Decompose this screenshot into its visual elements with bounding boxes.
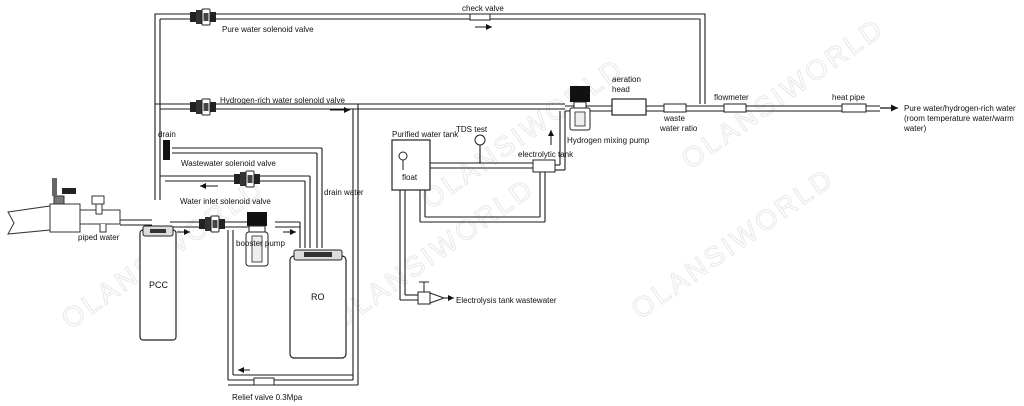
pipe-network xyxy=(120,13,898,386)
water-tap xyxy=(7,178,121,235)
aeration-head-label-line1: aeration xyxy=(612,75,641,84)
booster-pump xyxy=(245,212,269,267)
relief-valve-label: Relief valve 0.3Mpa xyxy=(232,393,303,402)
waste-water-ratio-label-line1: waste xyxy=(663,114,685,123)
relief-valve xyxy=(253,377,275,386)
aeration-head-label-line2: head xyxy=(612,85,630,94)
tds-probe xyxy=(474,134,486,146)
waste-water-ratio xyxy=(663,103,687,113)
waste-water-ratio-label-line2: water ratio xyxy=(659,124,698,133)
electrolysis-wastewater-valve xyxy=(417,281,454,305)
wastewater-solenoid-valve-label: Wastewater solenoid valve xyxy=(181,159,276,168)
drain-block xyxy=(163,140,170,160)
flowmeter-label: flowmeter xyxy=(714,93,749,102)
flow-arrows xyxy=(177,24,554,373)
pure-water-solenoid-valve-label: Pure water solenoid valve xyxy=(222,25,314,34)
tds-test-label: TDS test xyxy=(456,125,488,134)
watermark-layer: OLANSIWORLD OLANSIWORLD OLANSIWORLD OLAN… xyxy=(55,11,890,335)
hydrogen-rich-solenoid-valve xyxy=(189,98,217,116)
watermark-text: OLANSIWORLD xyxy=(626,162,840,325)
pcc-label: PCC xyxy=(149,280,169,290)
electrolytic-tank-label: electrolytic tank xyxy=(518,150,574,159)
ro-membrane xyxy=(289,249,347,359)
hydrogen-rich-solenoid-valve-label: Hydrogen-rich water solenoid valve xyxy=(220,96,346,105)
water-inlet-solenoid-valve-label: Water inlet solenoid valve xyxy=(180,197,271,206)
check-valve-label: check valve xyxy=(462,4,504,13)
drain-water-label: drain water xyxy=(324,188,364,197)
piped-water-label: piped water xyxy=(78,233,120,242)
electrolytic-tank xyxy=(532,159,556,173)
heat-pipe-label: heat pipe xyxy=(832,93,865,102)
purified-water-tank-label: Purified water tank xyxy=(392,130,459,139)
hydrogen-mixing-pump-label: Hydrogen mixing pump xyxy=(567,136,650,145)
pcc-filter xyxy=(139,225,177,341)
heat-pipe xyxy=(841,103,867,113)
electrolysis-wastewater-label: Electrolysis tank wastewater xyxy=(456,296,557,305)
flowmeter xyxy=(723,103,747,113)
purified-water-tank xyxy=(391,139,431,191)
output-label-line1: Pure water/hydrogen-rich water xyxy=(904,104,1016,113)
pure-water-solenoid-valve xyxy=(189,8,217,26)
booster-pump-label: booster pump xyxy=(236,239,285,248)
output-label-line2: (room temperature water/warm xyxy=(904,114,1014,123)
output-label-line3: water) xyxy=(903,124,927,133)
float-label: float xyxy=(402,173,418,182)
hydrogen-mixing-pump xyxy=(569,86,591,131)
check-valve xyxy=(469,13,491,21)
ro-label: RO xyxy=(311,292,325,302)
labels: Pure water solenoid valve check valve Hy… xyxy=(78,4,1016,402)
aeration-head xyxy=(611,98,647,116)
drain-label: drain xyxy=(158,130,176,139)
